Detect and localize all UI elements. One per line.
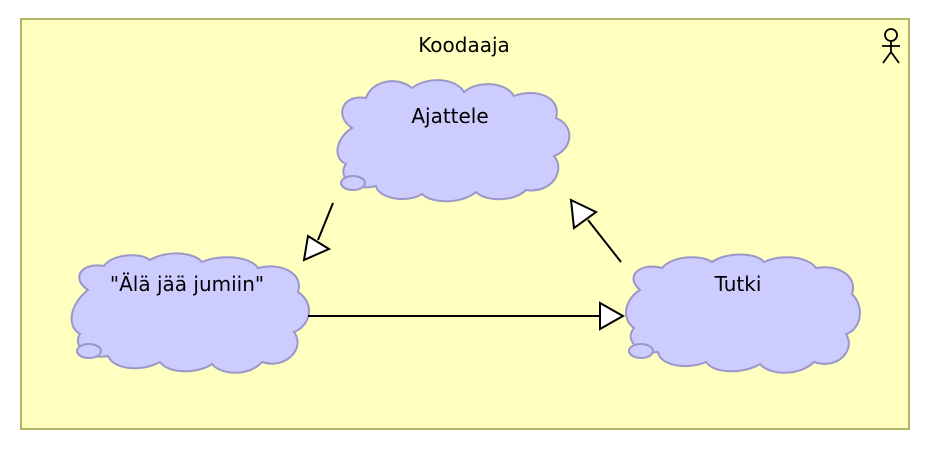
cloud-bubble [340,175,366,191]
edge-line [587,219,622,263]
cloud-label: Ajattele [411,104,488,128]
cloud-bubble [76,343,102,359]
hollow-triangle-arrowhead [302,234,332,262]
cloud-label: Tutki [714,272,762,296]
actor-icon [882,28,900,64]
thought-cloud-ajattele[interactable]: Ajattele [336,79,571,203]
cloud-body [70,252,310,374]
cloud-bubble [628,343,654,359]
edge-ajattele-to-jumiin[interactable] [302,202,334,262]
cloud-body [336,79,571,203]
hollow-triangle-arrowhead [599,301,626,331]
hollow-triangle-arrowhead [569,198,598,230]
boundary-title: Koodaaja [418,33,510,57]
edge-tutki-to-ajattele[interactable] [569,198,622,263]
edge-line [317,202,334,241]
cloud-label: "Älä jää jumiin" [110,272,264,296]
edge-jumiin-to-tutki[interactable] [308,301,626,331]
thought-cloud-jumiin[interactable]: "Älä jää jumiin" [70,252,310,374]
cloud-body [625,253,861,374]
thought-cloud-tutki[interactable]: Tutki [625,253,861,374]
